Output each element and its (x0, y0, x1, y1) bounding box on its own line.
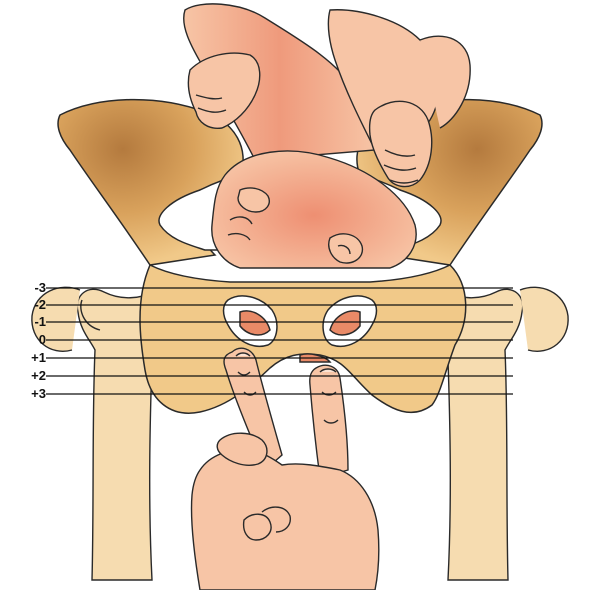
station-label: -2 (34, 297, 46, 312)
station-label: 0 (38, 332, 46, 347)
station-label: +2 (31, 368, 46, 383)
fetus-illustration (183, 3, 471, 269)
station-label: -3 (34, 280, 46, 295)
station-label: -1 (34, 314, 46, 329)
station-label: +1 (31, 350, 46, 365)
station-label: +3 (31, 386, 46, 401)
station-lines (46, 287, 513, 395)
